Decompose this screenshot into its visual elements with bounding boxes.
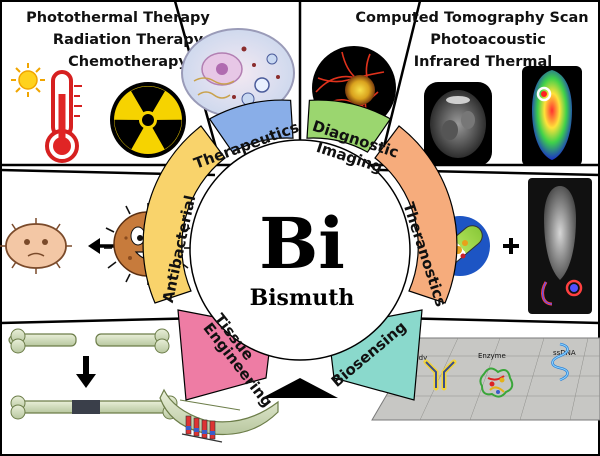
jaw-implant-icon <box>159 388 279 443</box>
infrared-thermal-image <box>522 66 582 166</box>
ssdna-icon <box>551 342 569 382</box>
segment-antibacterial <box>142 125 226 304</box>
antibody-icon <box>423 359 457 391</box>
mouse-scan-image <box>528 178 592 314</box>
element-name: Bismuth <box>250 285 355 311</box>
segment-therapeutics <box>208 99 294 153</box>
title-photoacoustic: Photoacoustic <box>430 32 546 48</box>
broken-bone-icon <box>8 328 170 354</box>
arrow-down-icon <box>76 356 96 388</box>
title-infrared-thermal: Infrared Thermal <box>414 54 552 70</box>
title-chemotherapy: Chemotherapy <box>68 54 188 70</box>
title-photothermal: Photothermal Therapy <box>26 10 210 26</box>
panel-bottom-left <box>8 328 279 443</box>
ct-scan-image <box>424 82 492 166</box>
plus-sign <box>503 238 519 254</box>
thermometer-icon <box>45 70 82 163</box>
element-symbol: Bi <box>259 202 345 285</box>
bacterium-icon <box>0 218 72 274</box>
panel-top-left: Photothermal Therapy Radiation Therapy C… <box>11 10 295 163</box>
label-enzyme: Enzyme <box>478 352 506 360</box>
sun-icon <box>11 63 45 97</box>
center-base <box>262 378 338 398</box>
center-disc <box>189 139 411 361</box>
segment-theranostics <box>374 125 458 304</box>
central-wheel: Therapeutics Diagnostic Imaging Theranos… <box>142 99 458 411</box>
title-ct-scan: Computed Tomography Scan <box>355 10 588 26</box>
radiation-icon <box>110 82 186 158</box>
title-radiation: Radiation Therapy <box>53 32 204 48</box>
segment-diagnostic <box>306 99 392 153</box>
cell-icon <box>181 28 295 118</box>
panel-top-right: Computed Tomography Scan Photoacoustic I… <box>312 10 589 166</box>
enzyme-icon <box>479 367 514 398</box>
arrow-left-icon <box>88 238 114 254</box>
